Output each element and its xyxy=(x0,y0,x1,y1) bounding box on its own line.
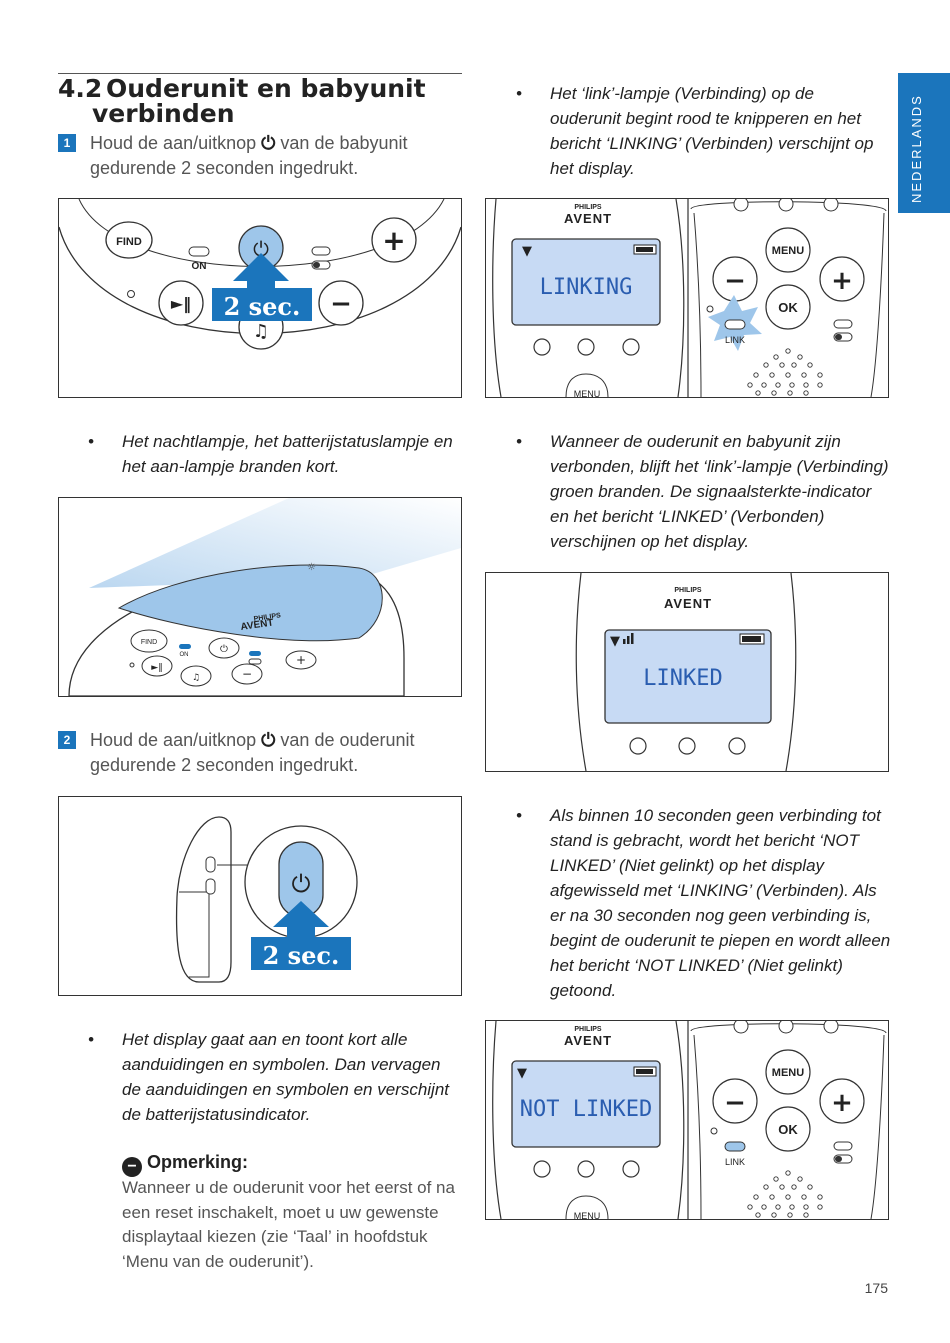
svg-text:+: + xyxy=(382,224,405,257)
lcd-screen xyxy=(511,1060,661,1148)
svg-text:−: − xyxy=(330,289,352,319)
bullet-not-linked-text: Als binnen 10 seconden geen verbinding t… xyxy=(550,806,891,1000)
page-number: 175 xyxy=(864,1280,888,1296)
link-label: LINK xyxy=(725,1157,745,1167)
lcd-screen xyxy=(604,629,772,724)
power-icon: ⏻ xyxy=(261,730,276,750)
svg-text:►‖: ►‖ xyxy=(171,294,191,314)
menu-partial-label: MENU xyxy=(574,1211,601,1219)
bullet-display-on-text: Het display gaat aan en toont kort alle … xyxy=(122,1030,450,1124)
bullet-display-on: •Het display gaat aan en toont kort alle… xyxy=(88,1027,464,1127)
bullet-linked-text: Wanneer de ouderunit en babyunit zijn ve… xyxy=(550,432,889,551)
step-badge: 2 xyxy=(58,731,76,749)
svg-text:▼: ▼ xyxy=(517,1066,527,1081)
note-body: Wanneer u de ouderunit voor het eerst of… xyxy=(122,1178,455,1271)
svg-text:►‖: ►‖ xyxy=(151,663,162,673)
svg-text:▼: ▼ xyxy=(610,634,620,649)
power-icon: ⏻ xyxy=(261,133,276,153)
minus-button xyxy=(318,280,364,326)
step-1-text-a: Houd de aan/uitknop xyxy=(90,133,257,153)
section-rule xyxy=(58,73,462,74)
step-2: 2 Houd de aan/uitknop ⏻ van de ouderunit… xyxy=(58,728,458,778)
language-tab: NEDERLANDS xyxy=(898,73,950,213)
svg-text:♫: ♫ xyxy=(192,673,200,683)
find-button xyxy=(105,221,153,259)
brand-top: PHILIPS xyxy=(574,204,602,211)
play-pause-button xyxy=(158,280,204,326)
figure-linked: PHILIPS AVENT ▼ LINKED xyxy=(485,572,889,772)
press-arrow xyxy=(233,253,289,291)
brand-top: PHILIPS xyxy=(574,1026,602,1033)
brand-name: AVENT xyxy=(240,617,274,633)
bullet-linked: •Wanneer de ouderunit en babyunit zijn v… xyxy=(516,429,892,554)
svg-text:−: − xyxy=(724,266,746,296)
bullet-link-blink: •Het ‘link’-lampje (Verbinding) op de ou… xyxy=(516,81,886,181)
svg-text:+: + xyxy=(831,1088,853,1118)
svg-text:⏻: ⏻ xyxy=(253,237,269,261)
svg-text:⏻: ⏻ xyxy=(220,644,228,655)
section-title-line1: Ouderunit en babyunit xyxy=(106,74,426,103)
lcd-screen xyxy=(511,238,661,326)
svg-text:▼: ▼ xyxy=(522,244,532,259)
section-title-line2: verbinden xyxy=(92,99,235,128)
ok-label: OK xyxy=(778,1122,798,1137)
plus-button xyxy=(371,217,417,263)
find-label: FIND xyxy=(141,639,157,646)
section-number: 4.2 xyxy=(58,74,103,103)
svg-text:−: − xyxy=(242,667,252,681)
note-title-text: Opmerking: xyxy=(147,1152,249,1172)
on-label: ON xyxy=(192,261,207,272)
step-1: 1 Houd de aan/uitknop ⏻ van de babyunit … xyxy=(58,131,458,181)
brand-top: PHILIPS xyxy=(674,587,702,594)
on-label: ON xyxy=(180,652,189,658)
brand-top: PHILIPS xyxy=(253,612,281,623)
menu-label: MENU xyxy=(772,1067,804,1079)
bullet-night-light-text: Het nachtlampje, het batterijstatuslampj… xyxy=(122,432,453,476)
bullet-not-linked: •Als binnen 10 seconden geen verbinding … xyxy=(516,803,892,1003)
lcd-message: LINKING xyxy=(540,275,633,300)
note-title: − Opmerking: xyxy=(122,1152,248,1177)
figure-not-linked: PHILIPS AVENT ▼ NOT LINKED MENU MENU − +… xyxy=(485,1020,889,1220)
brand-name: AVENT xyxy=(564,1033,612,1048)
menu-partial-label: MENU xyxy=(574,389,601,397)
language-tab-label: NEDERLANDS xyxy=(909,94,924,203)
svg-text:+: + xyxy=(296,653,306,667)
ok-label: OK xyxy=(778,300,798,315)
press-duration-label: 2 sec. xyxy=(263,941,340,970)
lcd-message: LINKED xyxy=(643,666,722,691)
svg-text:☼: ☼ xyxy=(307,562,316,573)
figure-night-light: ☼ PHILIPS AVENT FIND ON ⏻ + ►‖ ♫ − xyxy=(58,497,462,697)
step-2-text-a: Houd de aan/uitknop xyxy=(90,730,257,750)
step-1-text-b: van de babyunit gedurende 2 seconden ing… xyxy=(90,133,408,178)
svg-text:−: − xyxy=(724,1088,746,1118)
bullet-night-light: •Het nachtlampje, het batterijstatuslamp… xyxy=(88,429,458,479)
svg-text:⏻: ⏻ xyxy=(292,870,311,898)
note-icon: − xyxy=(122,1157,142,1177)
svg-text:+: + xyxy=(831,266,853,296)
link-label: LINK xyxy=(725,335,745,345)
brand-name: AVENT xyxy=(664,596,712,611)
step-badge: 1 xyxy=(58,134,76,152)
press-arrow xyxy=(273,901,329,939)
find-label: FIND xyxy=(116,236,142,248)
svg-text:♫: ♫ xyxy=(253,321,269,342)
figure-linking: PHILIPS AVENT ▼ LINKING MENU MENU − + OK… xyxy=(485,198,889,398)
menu-label: MENU xyxy=(772,245,804,257)
lcd-message: NOT LINKED xyxy=(520,1097,652,1122)
figure-baby-unit-buttons: FIND ON ⏻ + ►‖ ♫ − 2 sec. xyxy=(58,198,462,398)
bullet-link-blink-text: Het ‘link’-lampje (Verbinding) op de oud… xyxy=(550,84,874,178)
brand-name: AVENT xyxy=(564,211,612,226)
press-duration-label: 2 sec. xyxy=(224,292,301,321)
step-2-text-b: van de ouderunit gedurende 2 seconden in… xyxy=(90,730,415,775)
figure-parent-unit-side: ⏻ 2 sec. xyxy=(58,796,462,996)
